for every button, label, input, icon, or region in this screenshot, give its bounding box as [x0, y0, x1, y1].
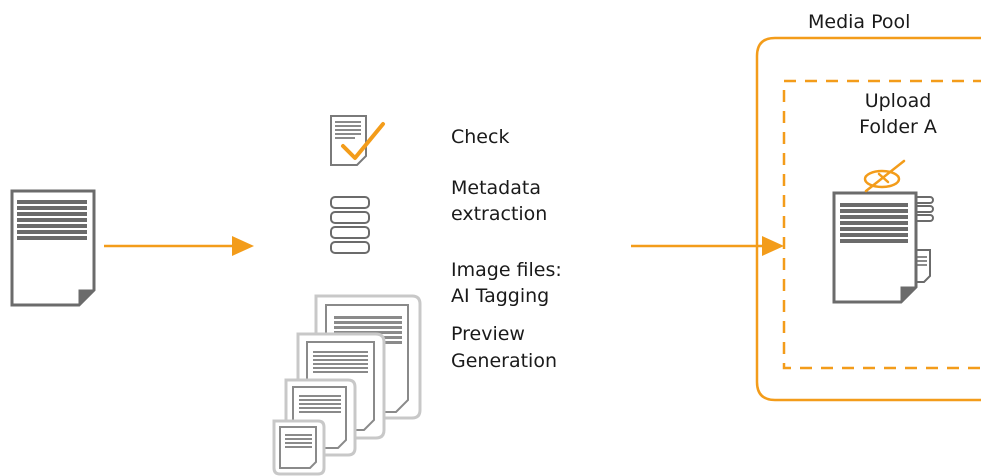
upload-folder-container [782, 79, 981, 370]
upload-folder-label-line1: Upload [864, 90, 932, 112]
step-ai-tagging-label-line2: AI Tagging [451, 285, 550, 307]
metadata-stack-icon [330, 196, 370, 254]
upload-folder-label-line2: Folder A [859, 116, 937, 138]
step-metadata-label-line2: extraction [451, 203, 548, 225]
source-document-icon [10, 189, 96, 307]
arrow-to-media-pool [631, 236, 784, 256]
media-pool-title: Media Pool [808, 11, 911, 33]
step-preview-label-line2: Generation [451, 350, 557, 372]
preview-documents-icon [272, 294, 422, 476]
media-pool-container [755, 36, 981, 402]
step-metadata-label-line1: Metadata [451, 177, 541, 199]
checked-document-icon [330, 115, 385, 166]
ai-tag-icon [863, 159, 906, 193]
step-preview-label-line1: Preview [451, 323, 525, 345]
step-check-label: Check [451, 126, 510, 148]
arrow-to-processing [104, 236, 254, 256]
pooled-document-icon [832, 191, 934, 304]
step-ai-tagging-label-line1: Image files: [451, 259, 562, 281]
